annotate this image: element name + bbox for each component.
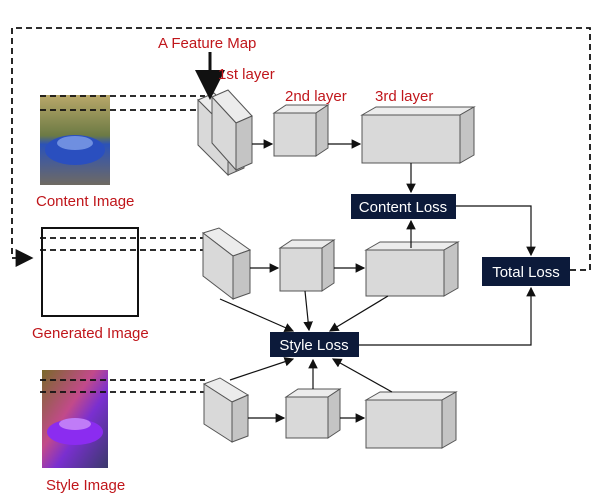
generated-layer3-block — [364, 241, 460, 297]
style-layer2-block — [284, 388, 342, 439]
generated-layer1-block — [201, 227, 252, 301]
arrow-style-total — [359, 286, 536, 346]
style-image-label: Style Image — [46, 477, 125, 494]
generated-image — [41, 227, 139, 317]
layer1-label: 1st layer — [218, 66, 275, 83]
style-loss-label: Style Loss — [279, 337, 348, 354]
style-loss-box — [270, 332, 359, 357]
arrow-s1-style-loss — [229, 357, 295, 381]
arrow-g3-style-loss — [328, 295, 389, 332]
arrow-g1-style-loss — [219, 298, 295, 333]
total-loss-box — [482, 257, 570, 286]
style-layer3-block — [364, 391, 458, 449]
generated-image-label: Generated Image — [32, 325, 149, 342]
content-layer2-block — [272, 104, 330, 157]
content-image-label: Content Image — [36, 193, 134, 210]
generated-layer2-block — [278, 239, 336, 292]
style-image — [42, 370, 108, 468]
feature-map-label: A Feature Map — [158, 35, 256, 52]
content-layer3-block — [360, 106, 476, 164]
arrow-s3-style-loss — [331, 358, 393, 393]
content-loss-label: Content Loss — [359, 199, 447, 216]
style-layer1-block — [202, 377, 250, 443]
content-layer1-block — [197, 89, 253, 177]
feedback-loop-line — [11, 27, 591, 271]
total-loss-label: Total Loss — [492, 264, 560, 281]
content-image — [40, 95, 110, 185]
content-loss-box — [351, 194, 456, 219]
arrow-content-total — [456, 205, 536, 257]
arrow-g2-style-loss — [303, 290, 313, 332]
layer2-label: 2nd layer — [285, 88, 347, 105]
layer3-label: 3rd layer — [375, 88, 433, 105]
